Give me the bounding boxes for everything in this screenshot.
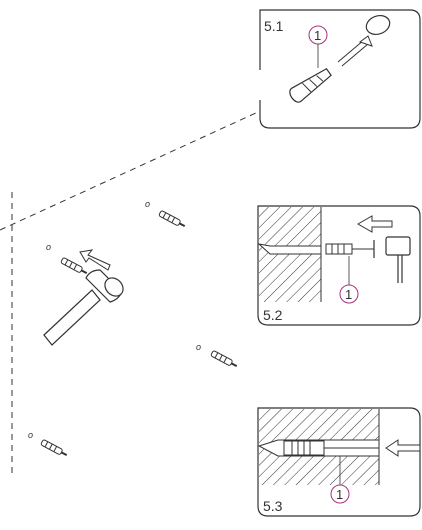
panel-5-3: 5.3 1 [257, 407, 421, 517]
hammer-icon [43, 269, 124, 346]
wall-plug-icon [325, 240, 375, 258]
panel-5-2: 5.2 1 [257, 205, 421, 326]
screw-icon [283, 440, 379, 456]
step-label: 5.2 [263, 307, 283, 323]
insert-arrow-icon [337, 35, 373, 67]
wall-plug-group-3: o [196, 342, 238, 368]
callout-circle [339, 284, 359, 304]
wall-plug-icon [158, 210, 186, 228]
wall-plug-icon [40, 439, 68, 457]
drill-bit-icon [385, 236, 411, 283]
callout-number: 1 [336, 487, 343, 502]
push-arrow-icon [385, 439, 421, 457]
wall-plug-group-1: o [145, 199, 186, 228]
step-label: 5.3 [263, 498, 283, 514]
wall-mark: o [145, 199, 150, 209]
push-arrow-icon [356, 215, 393, 233]
wall-plug-icon [289, 67, 332, 103]
wall-plug-group-2: o [46, 242, 88, 275]
callout-number: 1 [314, 28, 321, 43]
wall-plug-group-4: o [28, 430, 68, 457]
callout-circle [330, 484, 350, 504]
wall-plug-icon [210, 350, 238, 368]
callout-number: 1 [345, 287, 352, 302]
wall-plug-icon [60, 257, 88, 275]
wall-mark: o [46, 242, 51, 252]
wall-mark: o [196, 342, 201, 352]
step-label: 5.1 [264, 18, 284, 34]
wall-mark: o [28, 430, 33, 440]
wall-hole-icon [365, 14, 391, 36]
zoom-leader [0, 111, 259, 231]
strike-arrow-icon [79, 249, 111, 271]
panel-5-1: 5.1 1 [258, 9, 421, 129]
